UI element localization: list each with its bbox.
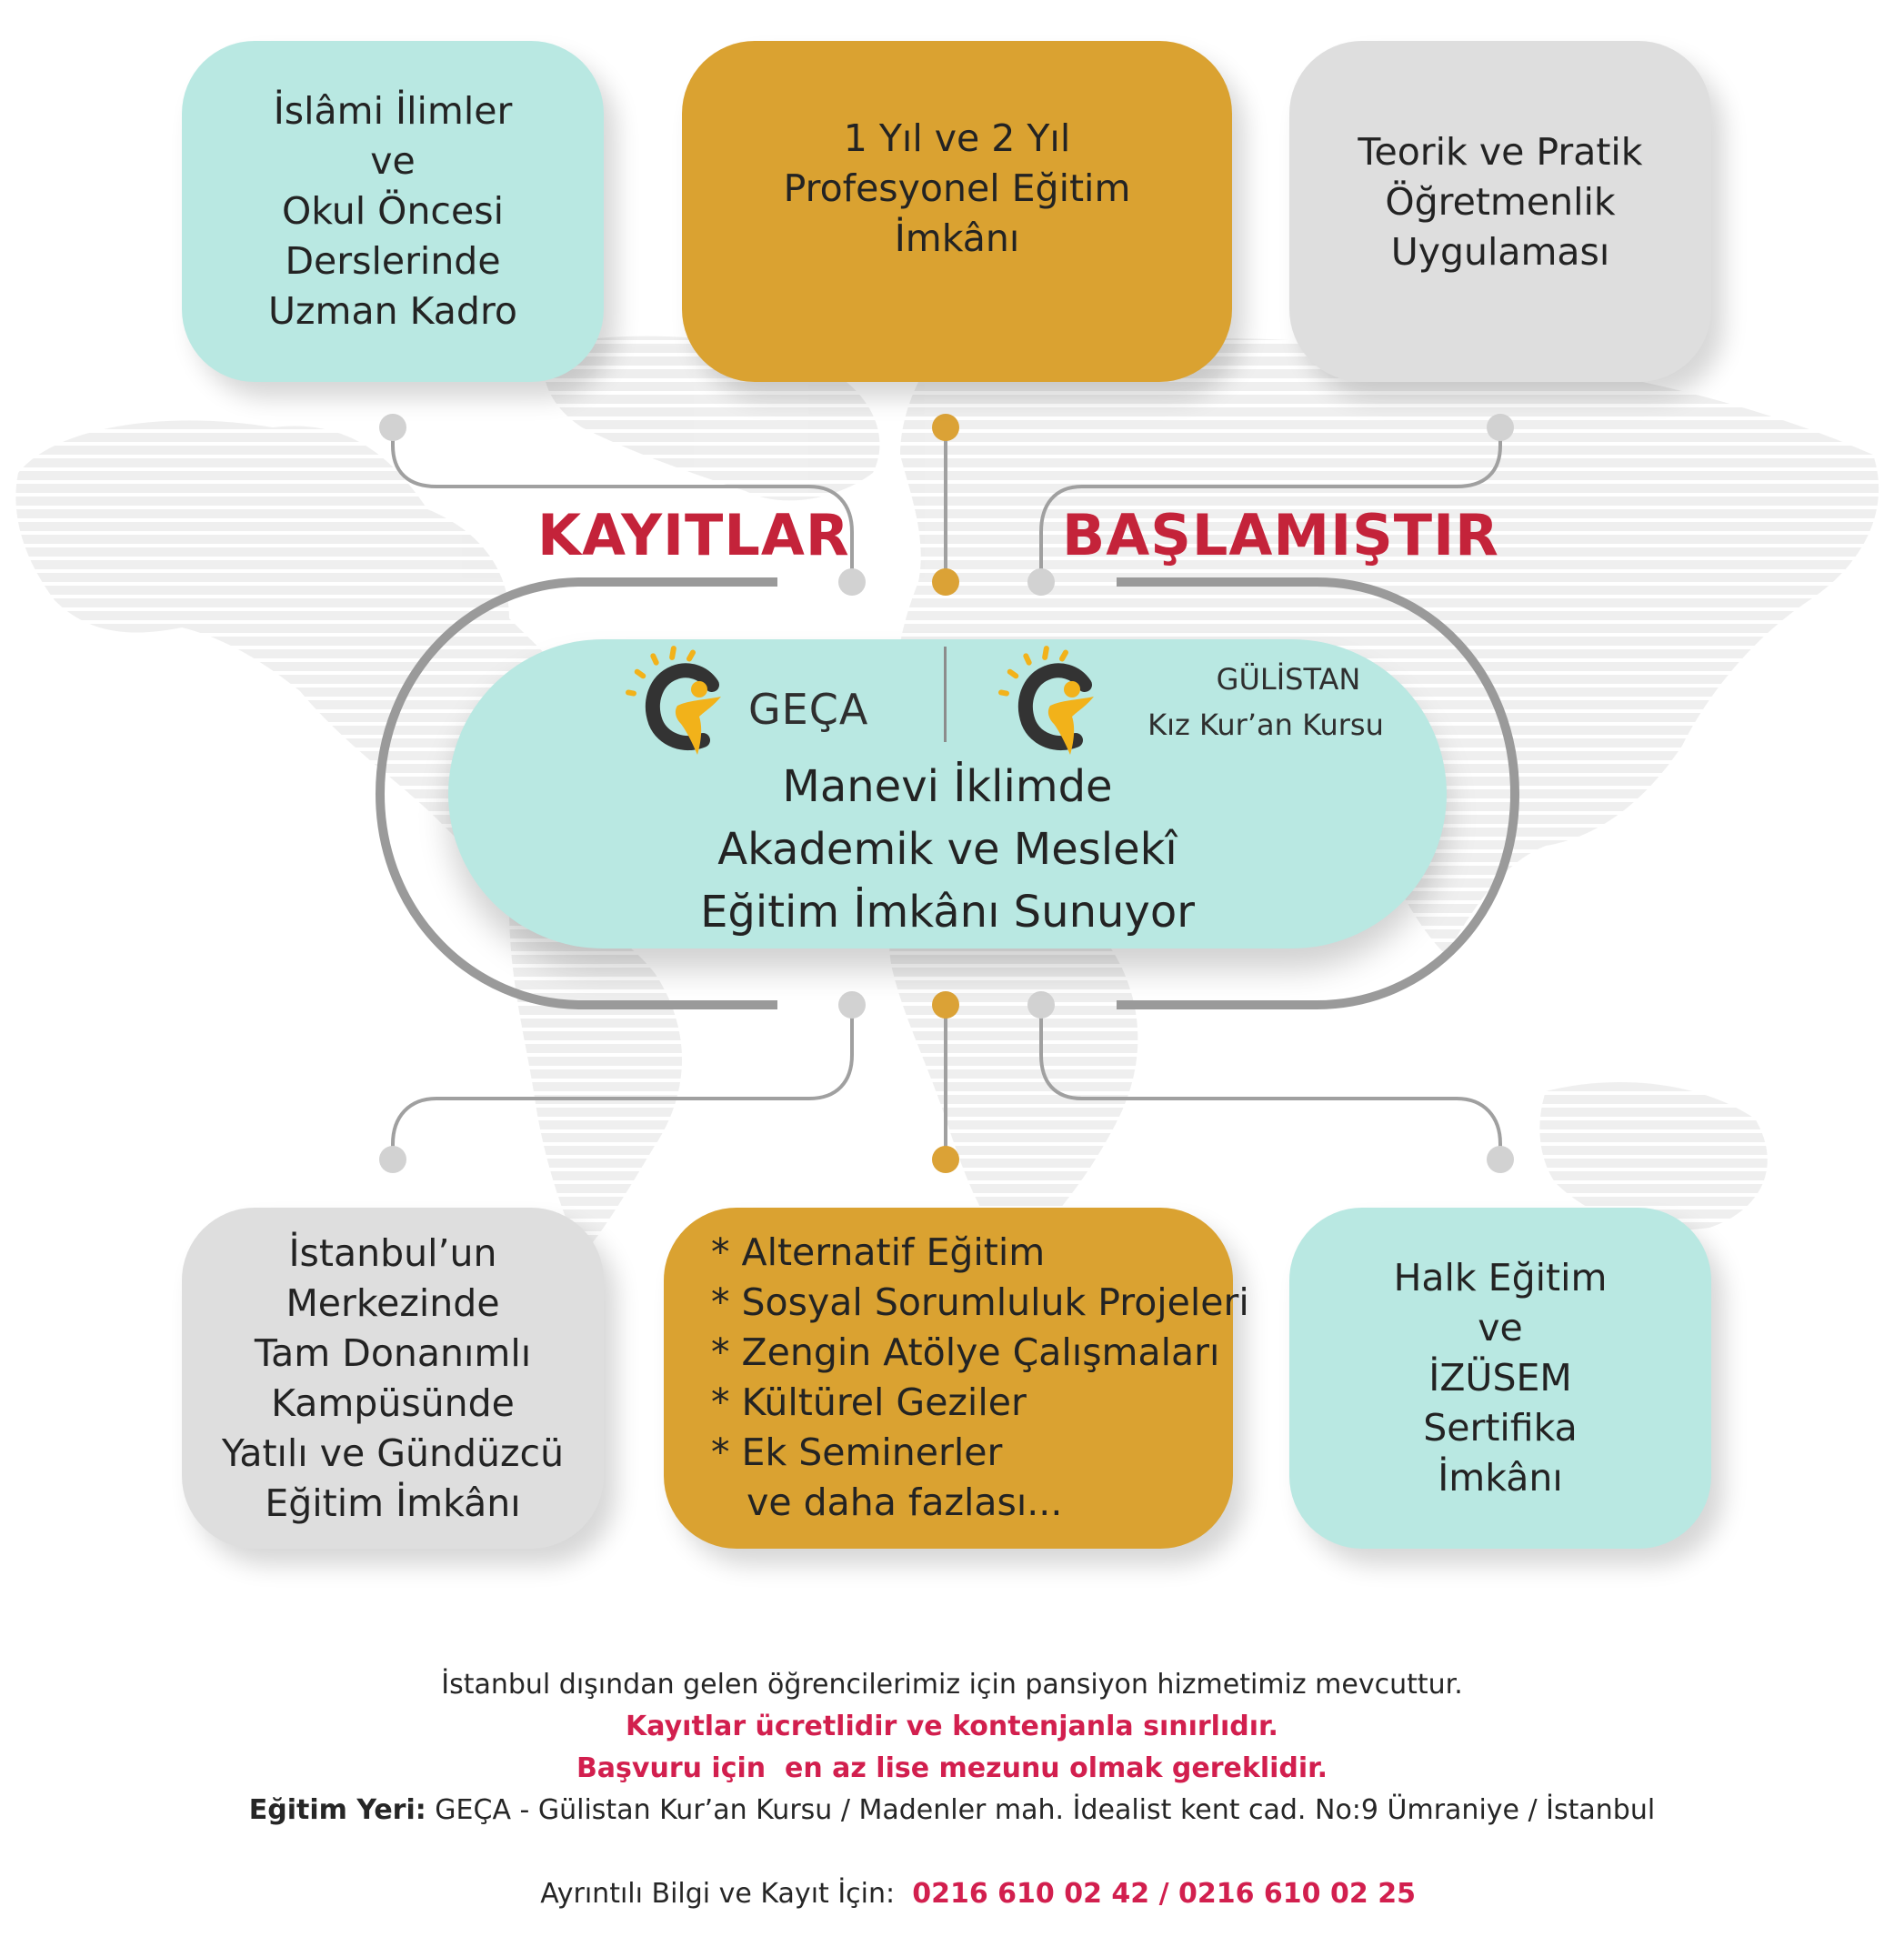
dot-top-left (379, 414, 406, 441)
logo-divider (944, 647, 947, 742)
dot-bottom-center (932, 1146, 959, 1173)
headline-kayitlar: KAYITLAR (537, 502, 850, 568)
center-pill: GEÇA GÜLİSTAN Kız Kur’an Kursu Manevi İk… (448, 639, 1447, 948)
box-line: ve (1478, 1306, 1523, 1350)
location-label: Eğitim Yeri: (248, 1794, 426, 1826)
gulistan-logo-name: GÜLİSTAN (1216, 662, 1361, 697)
footer-pansiyon: İstanbul dışından gelen öğrencilerimiz i… (441, 1669, 1463, 1701)
box-line: İstanbul’un Merkezinde (286, 1230, 500, 1325)
box-line: Eğitim İmkânı (265, 1480, 521, 1525)
box-list-item: * Sosyal Sorumluluk Projeleri (711, 1280, 1249, 1324)
right-arc (1117, 577, 1520, 1009)
center-title: Manevi İklimde Akademik ve Meslekî Eğiti… (448, 756, 1447, 944)
box-list-item: ve daha fazlası... (711, 1480, 1063, 1524)
box-line: Sertifika (1423, 1406, 1578, 1450)
top-right-box: Teorik ve Pratik Öğretmenlik Uygulaması (1289, 41, 1711, 382)
box-line: İmkânı (1438, 1456, 1563, 1500)
center-title-line: Manevi İklimde (782, 761, 1113, 812)
box-line: Öğretmenlik (1385, 180, 1616, 224)
contact-label: Ayrıntılı Bilgi ve Kayıt İçin: (540, 1878, 913, 1910)
top-center-box: 1 Yıl ve 2 Yıl Profesyonel Eğitim İmkânı (682, 41, 1232, 382)
footer-location: Eğitim Yeri: GEÇA - Gülistan Kur’an Kurs… (0, 1790, 1904, 1832)
bottom-center-box: * Alternatif Eğitim * Sosyal Sorumluluk … (664, 1208, 1249, 1549)
gulistan-logo-icon (998, 646, 1094, 755)
geca-logo-icon (626, 646, 721, 755)
center-title-line: Akademik ve Meslekî (717, 824, 1177, 875)
phone-numbers[interactable]: 0216 610 02 42 / 0216 610 02 25 (912, 1878, 1416, 1910)
box-line: Derslerinde (285, 239, 501, 283)
center-title-line: Eğitim İmkânı Sunuyor (700, 887, 1195, 938)
headline-baslamistir: BAŞLAMIŞTIR (1062, 502, 1499, 568)
box-line: İslâmi İlimler (273, 89, 513, 133)
box-line: Okul Öncesi (282, 189, 504, 233)
infographic-page: İslâmi İlimler ve Okul Öncesi Derslerind… (15, 41, 1879, 1910)
box-line: Yatılı ve Gündüzcü (221, 1430, 565, 1475)
box-list-item: * Kültürel Geziler (711, 1380, 1027, 1424)
box-line: İmkânı (894, 216, 1020, 260)
box-list-item: * Zengin Atölye Çalışmaları (711, 1330, 1220, 1374)
location-value: GEÇA - Gülistan Kur’an Kursu / Madenler … (426, 1794, 1656, 1826)
box-line: ve (370, 139, 416, 183)
dot-bottom-left (379, 1146, 406, 1173)
box-line: Teorik ve Pratik (1358, 130, 1643, 174)
dot-top-center (932, 414, 959, 441)
top-left-box: İslâmi İlimler ve Okul Öncesi Derslerind… (182, 41, 604, 382)
box-line: Kampüsünde (271, 1380, 515, 1425)
box-line: Tam Donanımlı (254, 1330, 532, 1375)
dot-top-right (1487, 414, 1514, 441)
dot-bottom-right (1487, 1146, 1514, 1173)
bottom-left-box: İstanbul’un Merkezinde Tam Donanımlı Kam… (182, 1208, 604, 1549)
box-line: 1 Yıl ve 2 Yıl (843, 116, 1071, 160)
footer: İstanbul dışından gelen öğrencilerimiz i… (0, 1664, 1904, 1957)
footer-requirement: Başvuru için en az lise mezunu olmak ger… (576, 1752, 1328, 1784)
box-line: Profesyonel Eğitim (783, 166, 1131, 210)
left-arc (375, 577, 777, 1009)
gulistan-logo-subtitle: Kız Kur’an Kursu (1147, 708, 1384, 742)
box-line: Uzman Kadro (268, 289, 517, 333)
geca-logo-text: GEÇA (748, 685, 869, 734)
footer-fee-note: Kayıtlar ücretlidir ve kontenjanla sınır… (626, 1711, 1278, 1742)
bottom-right-box: Halk Eğitim ve İZÜSEM Sertifika İmkânı (1289, 1208, 1711, 1549)
box-list-item: * Ek Seminerler (711, 1430, 1003, 1474)
box-line: Halk Eğitim (1393, 1256, 1608, 1300)
footer-contact: Ayrıntılı Bilgi ve Kayıt İçin: 0216 610 … (0, 1832, 1904, 1957)
box-line: Uygulaması (1390, 230, 1610, 274)
box-line: İZÜSEM (1428, 1356, 1572, 1400)
box-list-item: * Alternatif Eğitim (711, 1230, 1046, 1274)
